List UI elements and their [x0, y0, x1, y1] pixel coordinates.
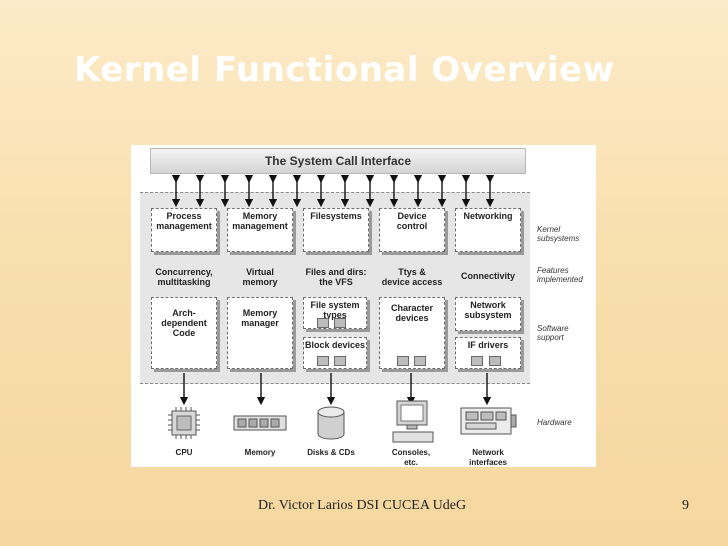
- block-chip: [317, 356, 329, 366]
- subsystem-process: Process management: [151, 208, 217, 252]
- block-chip: [334, 356, 346, 366]
- network-subsystem: Network subsystem: [455, 297, 521, 331]
- if-chip: [471, 356, 483, 366]
- fs-chip: [334, 318, 346, 328]
- hardware-network: Network interfaces: [469, 448, 507, 467]
- feature-ttys: Ttys & device access: [381, 267, 443, 287]
- if-chip: [489, 356, 501, 366]
- char-chip: [414, 356, 426, 366]
- subsystem-networking: Networking: [455, 208, 521, 252]
- network-card-icon: [460, 407, 517, 435]
- char-chip: [397, 356, 409, 366]
- system-call-interface: The System Call Interface: [150, 148, 526, 174]
- label-hardware: Hardware: [537, 418, 572, 427]
- slide-footer: Dr. Victor Larios DSI CUCEA UdeG: [258, 498, 467, 513]
- subsystem-filesystems: Filesystems: [303, 208, 369, 252]
- arch-dependent-code: Arch- dependent Code: [151, 297, 217, 369]
- cpu-icon: [168, 407, 200, 439]
- block-devices: Block devices: [303, 337, 367, 369]
- hardware-consoles: Consoles, etc.: [391, 448, 431, 467]
- character-devices: Character devices: [379, 297, 445, 369]
- feature-connectivity: Connectivity: [460, 271, 515, 281]
- console-icon: [392, 400, 434, 443]
- kernel-diagram: The System Call Interface: [131, 145, 596, 467]
- hardware-disks: Disks & CDs: [307, 448, 355, 457]
- arrows: [171, 174, 495, 406]
- subsystem-device-control: Device control: [379, 208, 445, 252]
- disk-icon: [317, 406, 345, 440]
- memory-manager: Memory manager: [227, 297, 293, 369]
- label-software-support: Software support: [537, 324, 569, 342]
- memory-icon: [233, 415, 287, 431]
- feature-virtual-memory: Virtual memory: [242, 267, 278, 287]
- subsystem-memory: Memory management: [227, 208, 293, 252]
- if-drivers: IF drivers: [455, 337, 521, 369]
- feature-concurrency: Concurrency, multitasking: [155, 267, 213, 287]
- hardware-cpu: CPU: [175, 448, 193, 457]
- page-number: 9: [682, 498, 689, 513]
- slide-title: Kernel Functional Overview: [74, 50, 615, 90]
- label-features-implemented: Features implemented: [537, 266, 583, 284]
- feature-vfs: Files and dirs: the VFS: [305, 267, 367, 287]
- label-kernel-subsystems: Kernel subsystems: [537, 225, 580, 243]
- hardware-memory: Memory: [244, 448, 276, 457]
- fs-chip: [317, 318, 329, 328]
